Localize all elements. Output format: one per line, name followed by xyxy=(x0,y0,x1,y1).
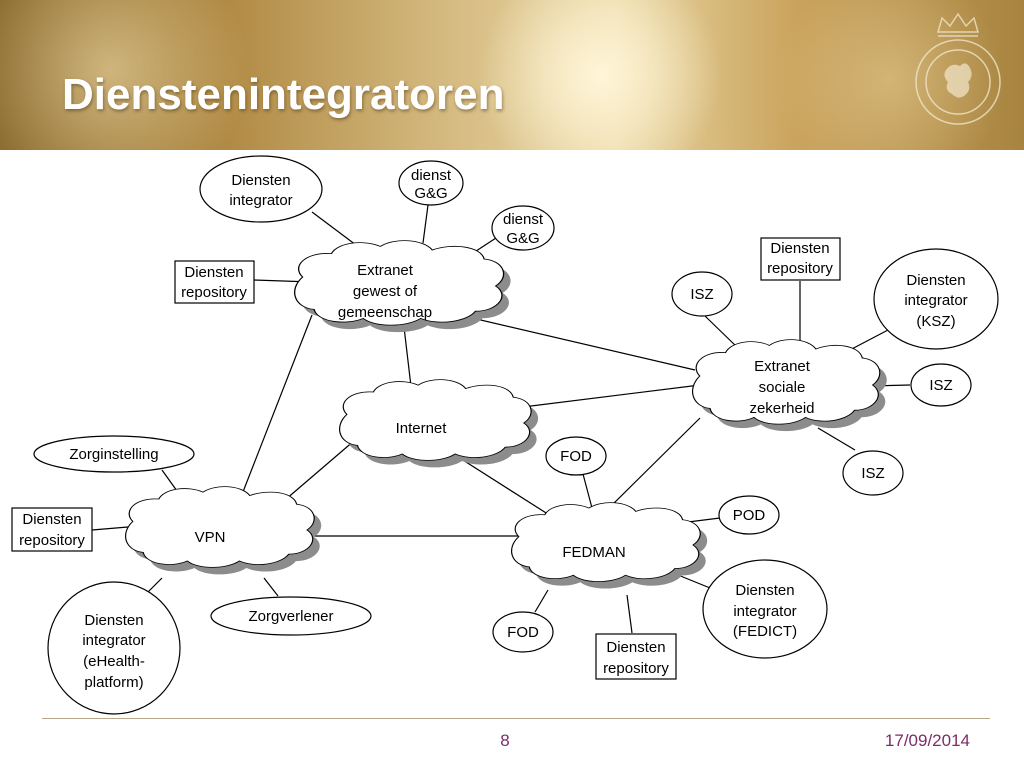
node-diensten-repository-vpn: Diensten repository xyxy=(12,508,92,551)
footer-divider xyxy=(42,718,990,719)
cloud-internet: Internet xyxy=(340,380,539,468)
svg-text:FOD: FOD xyxy=(507,624,539,641)
cloud-label: Internet xyxy=(396,420,448,437)
node-zorginstelling: Zorginstelling xyxy=(34,436,194,472)
cloud-label: VPN xyxy=(195,529,226,546)
footer-date: 17/09/2014 xyxy=(830,731,970,751)
svg-text:Diensten: Diensten xyxy=(906,272,965,289)
svg-text:ISZ: ISZ xyxy=(690,286,713,303)
svg-text:repository: repository xyxy=(603,660,669,677)
svg-text:Diensten: Diensten xyxy=(606,639,665,656)
svg-text:ISZ: ISZ xyxy=(929,377,952,394)
cloud-vpn: VPN xyxy=(126,487,322,575)
svg-text:G&G: G&G xyxy=(414,185,447,202)
svg-text:ISZ: ISZ xyxy=(861,465,884,482)
cloud-label: gemeenschap xyxy=(338,304,432,321)
cloud-label: FEDMAN xyxy=(562,544,625,561)
svg-text:G&G: G&G xyxy=(506,230,539,247)
node-diensten-integrator-ehealth: Diensten integrator (eHealth- platform) xyxy=(48,582,180,714)
node-pod: POD xyxy=(719,496,779,534)
page-number: 8 xyxy=(480,731,530,751)
node-dienst-gg-1: dienst G&G xyxy=(399,161,463,205)
node-diensten-repository-ksz: Diensten repository xyxy=(761,238,840,280)
node-diensten-integrator-top: Diensten integrator xyxy=(200,156,322,222)
svg-text:dienst: dienst xyxy=(411,167,452,184)
svg-text:(FEDICT): (FEDICT) xyxy=(733,623,797,640)
svg-text:dienst: dienst xyxy=(503,211,544,228)
cloud-extranet-sociale-zekerheid: Extranet sociale zekerheid xyxy=(693,340,887,432)
svg-text:platform): platform) xyxy=(84,674,143,691)
svg-text:integrator: integrator xyxy=(733,603,796,620)
node-diensten-integrator-ksz: Diensten integrator (KSZ) xyxy=(874,249,998,349)
node-diensten-integrator-fedict: Diensten integrator (FEDICT) xyxy=(703,560,827,658)
cloud-extranet-gewest: Extranet gewest of gemeenschap xyxy=(295,241,511,333)
node-isz-bottom: ISZ xyxy=(843,451,903,495)
svg-text:integrator: integrator xyxy=(904,292,967,309)
svg-text:Diensten: Diensten xyxy=(84,612,143,629)
node-dienst-gg-2: dienst G&G xyxy=(492,206,554,250)
svg-text:(eHealth-: (eHealth- xyxy=(83,653,145,670)
svg-text:integrator: integrator xyxy=(229,192,292,209)
node-zorgverlener: Zorgverlener xyxy=(211,597,371,635)
svg-text:(KSZ): (KSZ) xyxy=(916,313,955,330)
cloud-label: gewest of xyxy=(353,283,418,300)
node-diensten-repository-left: Diensten repository xyxy=(175,261,254,303)
cloud-fedman: FEDMAN xyxy=(512,503,708,589)
cloud-label: Extranet xyxy=(754,358,811,375)
svg-text:POD: POD xyxy=(733,507,766,524)
svg-text:repository: repository xyxy=(767,260,833,277)
cloud-label: zekerheid xyxy=(749,400,814,417)
svg-text:Diensten: Diensten xyxy=(184,264,243,281)
node-diensten-repository-fedman: Diensten repository xyxy=(596,634,676,679)
node-fod-bottom: FOD xyxy=(493,612,553,652)
node-isz-top: ISZ xyxy=(672,272,732,316)
cloud-label: sociale xyxy=(759,379,806,396)
node-fod-top: FOD xyxy=(546,437,606,475)
node-isz-right: ISZ xyxy=(911,364,971,406)
svg-text:repository: repository xyxy=(181,284,247,301)
svg-text:Zorgverlener: Zorgverlener xyxy=(248,608,333,625)
svg-text:FOD: FOD xyxy=(560,448,592,465)
svg-text:Diensten: Diensten xyxy=(22,511,81,528)
svg-text:repository: repository xyxy=(19,532,85,549)
svg-text:integrator: integrator xyxy=(82,632,145,649)
svg-text:Diensten: Diensten xyxy=(735,582,794,599)
svg-text:Zorginstelling: Zorginstelling xyxy=(69,446,158,463)
svg-text:Diensten: Diensten xyxy=(770,240,829,257)
cloud-label: Extranet xyxy=(357,262,414,279)
svg-text:Diensten: Diensten xyxy=(231,172,290,189)
